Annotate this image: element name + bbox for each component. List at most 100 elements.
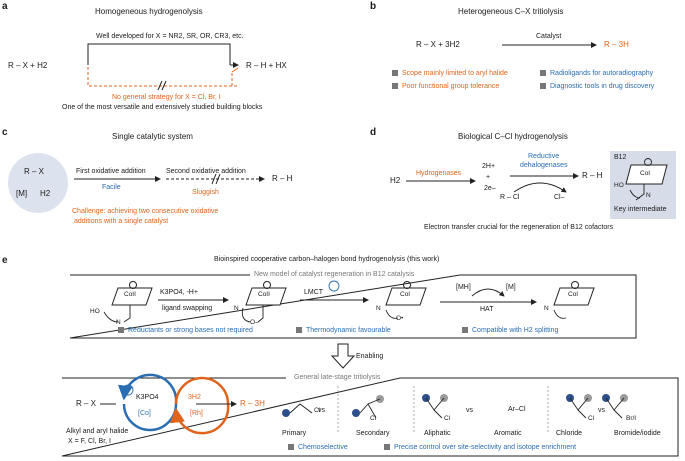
box1-n-1: N — [116, 319, 121, 326]
step3-bottom: HAT — [480, 306, 494, 313]
panel-c-facile: Facile — [102, 184, 121, 191]
box1-n-3: N — [376, 305, 381, 312]
panel-a-caption: One of the most versatile and extensivel… — [62, 104, 263, 111]
step3-m: [M] — [506, 284, 516, 291]
aliphatic-cl: Cl — [444, 415, 451, 422]
panel-d-cl-minus: Cl– — [554, 194, 565, 201]
panel-e-box1-title: New model of catalyst regeneration in B1… — [254, 271, 415, 278]
comparison-3-vs: vs — [598, 407, 605, 414]
box1-bullet-3: Compatible with H2 splitting — [462, 327, 558, 334]
co-label-2: CoII — [258, 291, 270, 298]
box1-bullet-1: Reductants or strong bases not required — [118, 327, 253, 334]
panel-d-ho: HO — [614, 182, 624, 189]
panel-c-challenge-1: Challenge: achieving two consecutive oxi… — [72, 208, 219, 215]
comparison-1-right: Secondary — [356, 430, 390, 437]
comparison-2-right: Aromatic — [494, 430, 522, 437]
box1-n-2: N — [234, 305, 239, 312]
panel-c-product: R – H — [272, 174, 293, 183]
box2-bullet-2: Precise control over site-selectivity an… — [384, 444, 576, 451]
panel-d-n: N — [646, 192, 651, 199]
enabling-arrow — [330, 343, 356, 369]
panel-d-h2: H2 — [390, 176, 401, 185]
panel-b-title: Heterogeneous C–X tritiolysis — [458, 7, 564, 16]
panel-e-box2-title: General late-stage tritiolysis — [294, 374, 381, 381]
box2-h2: 3H2 — [188, 394, 201, 401]
panel-d-label: d — [370, 127, 377, 138]
panel-d-caption: Electron transfer crucial for the regene… — [424, 224, 614, 231]
comparison-3-right: Bromide/iodide — [614, 430, 661, 437]
bromide-bri: Br/I — [626, 415, 637, 422]
primary-cl: Cl — [314, 407, 321, 414]
panel-e-box2 — [61, 373, 679, 457]
panel-a-products: R – H + HX — [246, 61, 287, 70]
panel-b-bullet-4: Diagnostic tools in drug discovery — [540, 83, 654, 90]
panel-d-hydrogenases: Hydrogenases — [416, 170, 462, 177]
panel-c-circle-m: [M] — [16, 189, 28, 198]
panel-b-bullet-1: Scope mainly limited to aryl halide — [392, 70, 508, 77]
panel-d-key: Key intermediate — [614, 206, 667, 213]
panel-a-no-strategy: No general strategy for X = Cl, Br, I — [112, 94, 221, 101]
panel-b-label: b — [370, 1, 377, 12]
panel-a-title: Homogeneous hydrogenolysis — [95, 7, 203, 16]
panel-a-reactants: R – X + H2 — [8, 61, 48, 70]
panel-d-product: R – H — [582, 171, 603, 180]
panel-c-circle-rx: R – X — [24, 167, 45, 176]
box1-o-minus: O– — [250, 319, 259, 326]
panel-d-b12: B12 — [614, 154, 627, 161]
panel-c-circle-h2: H2 — [40, 189, 51, 198]
comparison-2-left: Aliphatic — [424, 430, 451, 437]
panel-d-co: CoI — [640, 170, 651, 177]
box2-substrates-2: X = F, Cl, Br, I — [68, 438, 111, 445]
aromatic-arcl: Ar–Cl — [508, 406, 526, 413]
panel-d-graphics — [406, 151, 676, 219]
panel-e-box1 — [69, 274, 637, 339]
box1-bullet-2: Thermodynamic favourable — [296, 327, 391, 334]
chloride-cl: Cl — [588, 415, 595, 422]
panel-b-product: R – 3H — [604, 40, 629, 49]
secondary-cl: Cl — [370, 415, 377, 422]
panel-e-label: e — [2, 255, 8, 266]
co-label-4: CoI — [568, 291, 579, 298]
step1-top: K3PO4, -H+ — [160, 289, 198, 296]
step1-bottom: ligand swapping — [162, 305, 213, 312]
comparison-1-left: Primary — [282, 430, 307, 437]
box2-k3po4: K3PO4 — [136, 394, 159, 401]
panel-b-reactants: R – X + 3H2 — [416, 40, 460, 49]
box2-bullet-1: Chemoselective — [288, 444, 348, 451]
box1-n-4: N — [544, 305, 549, 312]
step3-mh: [MH] — [456, 284, 471, 291]
box1-ho: HO — [90, 308, 100, 315]
panel-b-bullet-3: Radioligands for autoradiography — [540, 70, 653, 77]
panel-d-title: Biological C–Cl hydrogenolysis — [458, 132, 568, 141]
box2-substrates-1: Alkyl and aryl halide — [66, 428, 129, 435]
panel-a-label: a — [2, 1, 8, 12]
panel-b-catalyst: Catalyst — [536, 33, 562, 40]
panel-c-label: c — [2, 127, 8, 138]
panel-a-arrows — [87, 43, 239, 91]
step2-top: LMCT — [304, 289, 324, 296]
comparison-1-vs: vs — [318, 407, 325, 414]
panel-c-second: Second oxidative addition — [166, 168, 246, 175]
panel-c-title: Single catalytic system — [112, 132, 193, 141]
panel-d-plus: + — [486, 174, 491, 181]
co-label-3: CoI — [400, 291, 411, 298]
box2-co-cat: [Co] — [138, 410, 151, 417]
box2-product: R – 3H — [240, 399, 265, 408]
panel-c-sluggish: Sluggish — [192, 189, 219, 196]
panel-d-protons: 2H+ — [482, 163, 496, 170]
panel-d-electrons: 2e– — [484, 185, 496, 192]
panel-a-top-note: Well developed for X = NR2, SR, OR, CR3,… — [96, 33, 244, 40]
panel-c-graphics — [8, 153, 265, 213]
box1-o-radical: O• — [396, 315, 404, 322]
panel-d-reductive-2: dehalogenases — [520, 162, 568, 169]
comparison-2-vs: vs — [466, 407, 473, 414]
panel-d-r-cl: R – Cl — [500, 194, 520, 201]
box2-rh-cat: [Rh] — [190, 410, 203, 417]
panel-d-reductive-1: Reductive — [528, 153, 560, 160]
co-label-1: CoII — [124, 291, 136, 298]
comparison-3-left: Chloride — [556, 430, 583, 437]
panel-e-title: Bioinspired cooperative carbon–halogen b… — [214, 256, 440, 263]
panel-c-challenge-2: additions with a single catalyst — [74, 218, 169, 225]
panel-b-bullet-2: Poor functional group tolerance — [392, 83, 499, 90]
